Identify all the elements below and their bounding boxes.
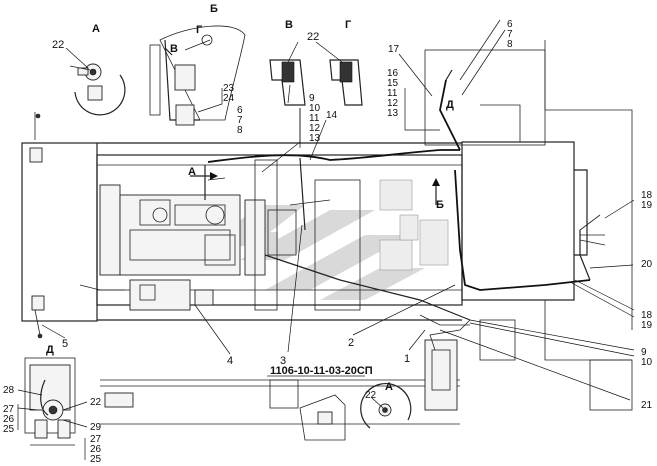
view-label-V-top: В (285, 19, 293, 31)
view-arrows (164, 47, 440, 205)
bottom-bracket (104, 379, 346, 441)
callout-12-right: 12 (387, 98, 399, 109)
view-V-connector (269, 59, 306, 106)
view-A-top-gauge (69, 63, 126, 116)
callout-15: 15 (387, 78, 399, 89)
wire-harness (79, 69, 606, 351)
view-label-A-arrow: А (188, 166, 196, 178)
callout-13-right: 13 (387, 108, 399, 119)
left-side-parts (29, 112, 45, 339)
view-label-A-top: А (92, 23, 100, 35)
callout-27-right: 27 (90, 434, 102, 445)
callout-14: 14 (326, 110, 338, 121)
callout-24: 24 (223, 93, 235, 104)
callout-6-right: 6 (507, 19, 513, 30)
callout-10-b: 10 (641, 357, 653, 368)
callout-25-left: 25 (3, 424, 15, 435)
callout-2: 2 (348, 337, 354, 349)
callout-17: 17 (388, 44, 400, 55)
view-G-connector (329, 59, 363, 106)
callout-11-right: 11 (387, 88, 398, 99)
callout-18-a: 18 (641, 190, 653, 201)
view-label-B-top: Б (210, 3, 218, 15)
callout-29: 29 (90, 422, 102, 433)
cab-section (424, 40, 633, 411)
callout-7-right: 7 (507, 29, 513, 40)
view-D-detail (24, 357, 76, 446)
engine-block (99, 159, 449, 311)
callout-6-left: 6 (237, 105, 243, 116)
callout-19-a: 19 (641, 200, 653, 211)
callout-22-D: 22 (90, 397, 102, 408)
callout-1: 1 (404, 353, 410, 365)
callout-11: 11 (309, 113, 320, 124)
view-label-A-bottom: А (385, 381, 393, 393)
view-label-V-inner: В (170, 43, 178, 55)
view-label-B-mid: Б (436, 199, 444, 211)
callout-7-left: 7 (237, 115, 243, 126)
view-label-D-inner: Д (446, 99, 454, 111)
callout-8-right: 8 (507, 39, 513, 50)
callout-9: 9 (309, 93, 315, 104)
callout-22-A-bottom: 22 (365, 390, 377, 401)
callout-23: 23 (223, 83, 235, 94)
callout-27-left: 27 (3, 404, 15, 415)
callout-19-b: 19 (641, 320, 653, 331)
callout-3: 3 (280, 355, 286, 367)
callout-22-topleft: 22 (52, 39, 64, 51)
view-label-G-top: Г (345, 19, 352, 31)
callout-16: 16 (387, 68, 399, 79)
callout-5: 5 (62, 338, 68, 350)
view-label-G-inner: Г (196, 24, 203, 36)
leader-lines (17, 19, 635, 460)
view-B-top-panel (149, 25, 246, 126)
callout-26-left: 26 (3, 414, 15, 425)
view-A-bottom-gauge (360, 383, 412, 429)
callout-12: 12 (309, 123, 321, 134)
callout-20: 20 (641, 259, 653, 270)
callout-28: 28 (3, 385, 15, 396)
callout-9-b: 9 (641, 347, 647, 358)
drawing-code: 1106-10-11-03-20СП (270, 365, 373, 377)
callout-13: 13 (309, 133, 321, 144)
view-label-D-left: Д (46, 344, 54, 356)
callout-26-right: 26 (90, 444, 102, 455)
callout-25-right: 25 (90, 454, 102, 465)
view-labels: А Б В Г В Г А Д Д А Б (46, 3, 454, 393)
callout-21: 21 (641, 400, 653, 411)
callout-22-vg: 22 (307, 31, 319, 43)
callout-8-left: 8 (237, 125, 243, 136)
callout-18-b: 18 (641, 310, 653, 321)
part-callouts: 22 22 23 24 6 7 8 9 10 11 12 13 14 17 16… (3, 19, 653, 465)
callout-10: 10 (309, 103, 321, 114)
callout-4: 4 (227, 355, 233, 367)
